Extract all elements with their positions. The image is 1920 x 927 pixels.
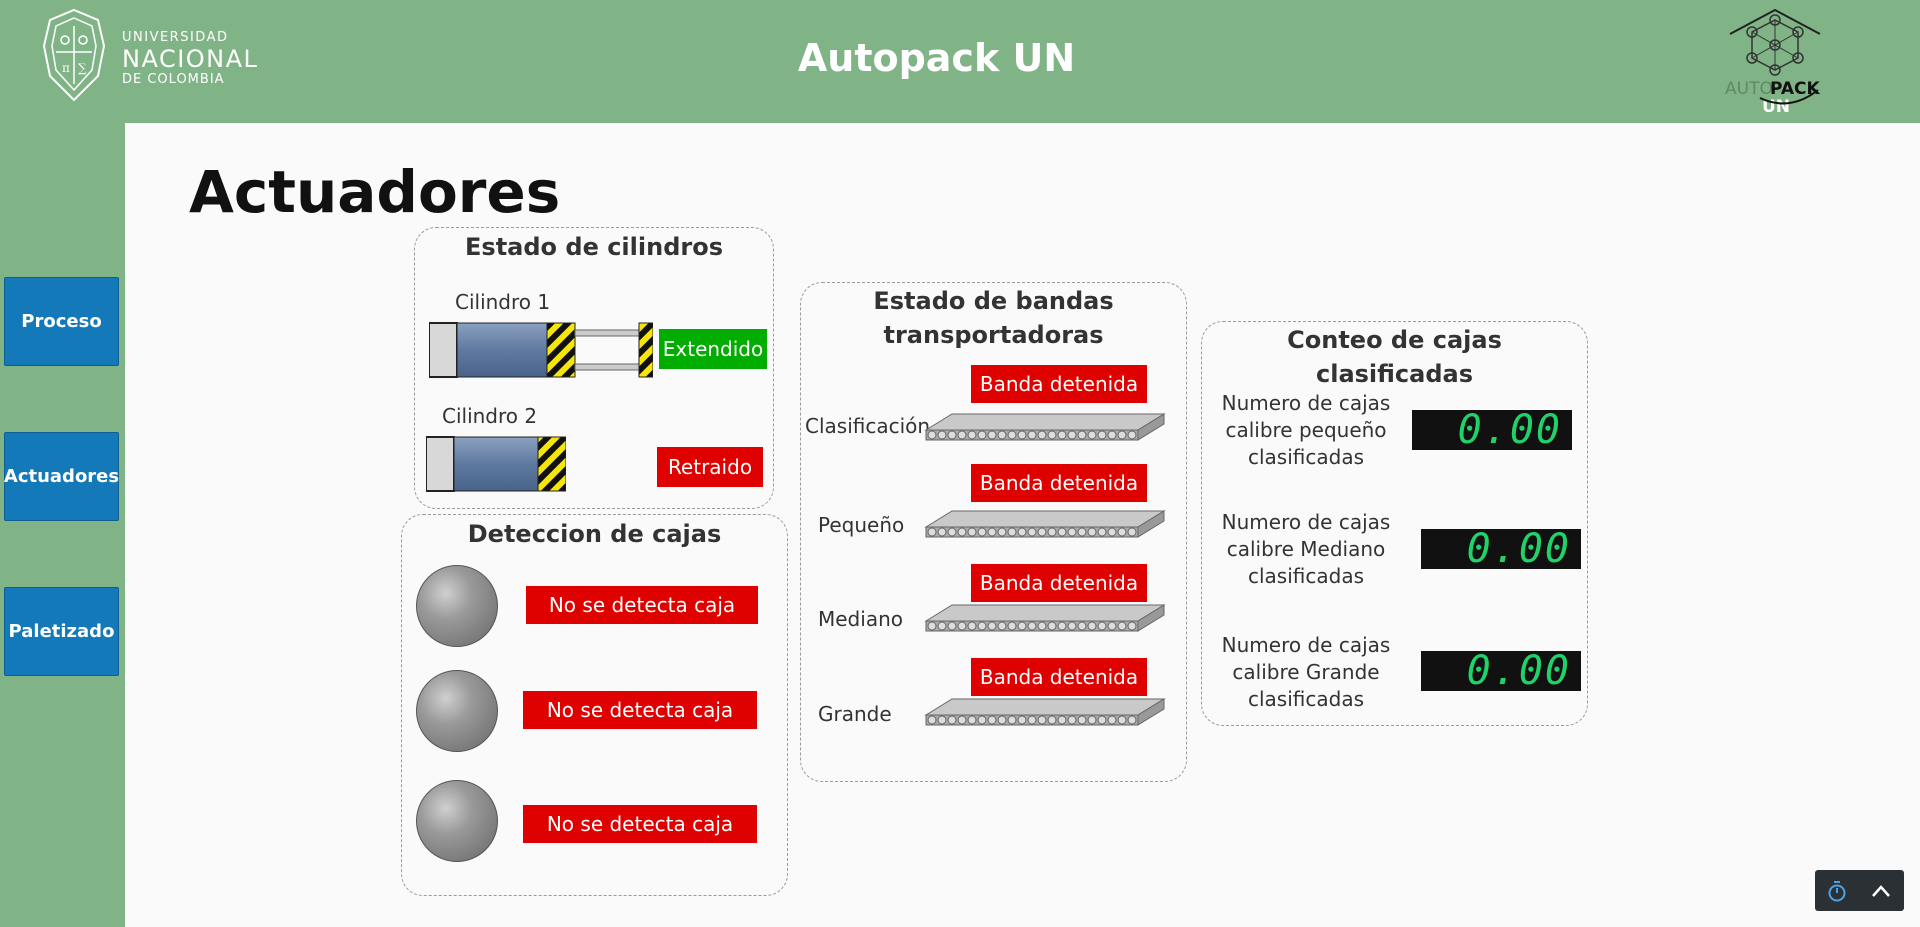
chevron-up-icon <box>1872 884 1890 897</box>
floating-toolbar <box>1815 870 1904 911</box>
count-small-label: Numero de cajas calibre pequeño clasific… <box>1206 390 1406 471</box>
count-large-label: Numero de cajas calibre Grande clasifica… <box>1206 632 1406 713</box>
nav-actuadores-button[interactable]: Actuadores <box>4 432 119 521</box>
counts-panel: Conteo de cajas clasificadas Numero de c… <box>1201 321 1588 726</box>
counts-title-line1: Conteo de cajas <box>1287 326 1502 354</box>
belt-clasificacion-label: Clasificación <box>805 414 931 438</box>
unal-line3: DE COLOMBIA <box>122 72 225 87</box>
page-title: Actuadores <box>189 158 561 226</box>
sensor3-indicator <box>416 780 498 862</box>
cylinder1-extended-icon <box>429 322 653 378</box>
count-small-label-l2: calibre pequeño <box>1225 418 1387 442</box>
count-small-display: 0.00 <box>1412 410 1572 450</box>
count-large-display: 0.00 <box>1421 651 1581 691</box>
sensor1-indicator <box>416 565 498 647</box>
belt-mediano-label: Mediano <box>818 607 903 631</box>
belt-pequeno-label: Pequeño <box>818 513 905 537</box>
app-title: Autopack UN <box>797 36 1076 80</box>
header: π ∑ UNIVERSIDAD NACIONAL DE COLOMBIA Aut… <box>0 0 1920 123</box>
sensor2-status-badge: No se detecta caja <box>523 691 757 729</box>
conveyor-mediano-icon <box>924 604 1166 632</box>
count-small-label-l1: Numero de cajas <box>1221 391 1391 415</box>
autopack-logo: AUTO PACK UN <box>1725 8 1821 114</box>
detection-title: Deteccion de cajas <box>467 520 722 548</box>
svg-text:∑: ∑ <box>78 61 87 75</box>
count-medium-label-l2: calibre Mediano <box>1226 537 1386 561</box>
belt-pequeno-status-badge: Banda detenida <box>971 464 1147 502</box>
svg-text:π: π <box>62 61 70 75</box>
stopwatch-icon <box>1828 880 1846 901</box>
count-large-label-l1: Numero de cajas <box>1221 633 1391 657</box>
sensor1-status-badge: No se detecta caja <box>526 586 758 624</box>
cylinders-panel: Estado de cilindros Cilindro 1 Ext <box>414 227 774 509</box>
belt-clasificacion-status-badge: Banda detenida <box>971 365 1147 403</box>
sensor2-indicator <box>416 670 498 752</box>
sensor3-status-badge: No se detecta caja <box>523 805 757 843</box>
main-content: Actuadores Estado de cilindros Cilindro … <box>125 123 1920 927</box>
count-large-label-l2: calibre Grande <box>1232 660 1380 684</box>
conveyor-grande-icon <box>924 698 1166 726</box>
cylinder1-status-badge: Extendido <box>659 329 767 369</box>
count-medium-label: Numero de cajas calibre Mediano clasific… <box>1206 509 1406 590</box>
cylinder2-status-badge: Retraido <box>657 447 763 487</box>
count-medium-display: 0.00 <box>1421 529 1581 569</box>
cylinder2-label: Cilindro 2 <box>442 404 538 428</box>
belt-grande-status-badge: Banda detenida <box>971 658 1147 696</box>
count-medium-label-l1: Numero de cajas <box>1221 510 1391 534</box>
cylinder1-label: Cilindro 1 <box>455 290 551 314</box>
conveyor-clasificacion-icon <box>924 413 1166 441</box>
autopack-logo-text1: AUTO <box>1725 79 1773 99</box>
collapse-button[interactable] <box>1859 870 1903 911</box>
box-detection-panel: Deteccion de cajas No se detecta caja No… <box>401 514 788 896</box>
timer-button[interactable] <box>1815 870 1859 911</box>
unal-line2: NACIONAL <box>122 45 259 73</box>
count-small-label-l3: clasificadas <box>1247 445 1364 469</box>
cylinders-title: Estado de cilindros <box>465 233 723 261</box>
belts-panel: Estado de bandas transportadoras Banda d… <box>800 282 1187 782</box>
belts-title-line2: transportadoras <box>883 321 1104 349</box>
belt-grande-label: Grande <box>818 702 892 726</box>
belts-title-line1: Estado de bandas <box>873 287 1114 315</box>
conveyor-pequeno-icon <box>924 510 1166 538</box>
nav-proceso-button[interactable]: Proceso <box>4 277 119 366</box>
unal-wordmark: UNIVERSIDAD NACIONAL DE COLOMBIA <box>122 30 258 88</box>
count-medium-label-l3: clasificadas <box>1247 564 1364 588</box>
unal-shield-logo: π ∑ <box>42 8 106 102</box>
unal-line1: UNIVERSIDAD <box>122 30 229 45</box>
autopack-logo-text2: PACK <box>1770 79 1821 99</box>
belt-mediano-status-badge: Banda detenida <box>971 564 1147 602</box>
cylinder2-retracted-icon <box>426 436 566 492</box>
nav-paletizado-button[interactable]: Paletizado <box>4 587 119 676</box>
count-large-label-l3: clasificadas <box>1247 687 1364 711</box>
counts-title-line2: clasificadas <box>1315 360 1474 388</box>
